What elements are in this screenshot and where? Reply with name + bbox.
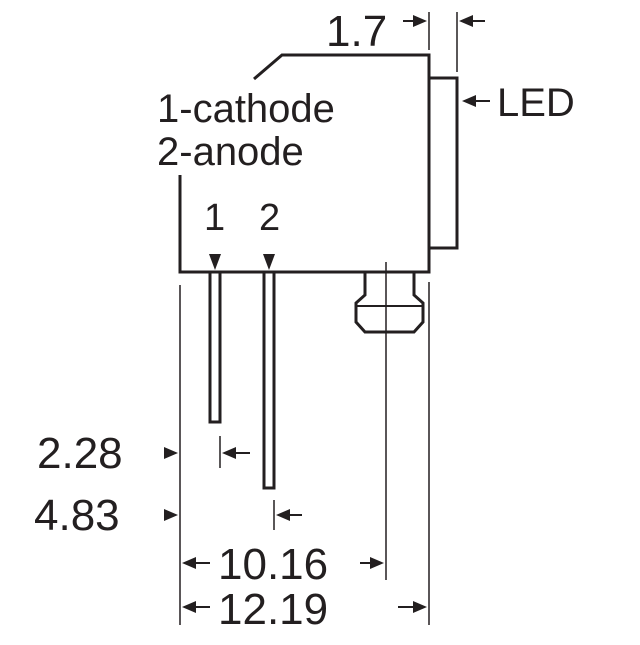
- led-lens: [427, 76, 459, 250]
- dim-2-28-arrow-right: [222, 447, 236, 459]
- dim-10-16-arrow-right: [370, 557, 384, 569]
- pin-legend-line1: 1-cathode: [157, 87, 335, 131]
- dim-1-7-arrow-left: [413, 15, 427, 27]
- dim-12-19-arrow-right: [413, 601, 427, 613]
- dim-4-83-label: 4.83: [34, 491, 120, 540]
- dim-12-19-arrow-left: [182, 601, 196, 613]
- dim-2-28-arrow-left: [164, 447, 178, 459]
- pin-legend-line2: 2-anode: [157, 130, 304, 174]
- led-callout-arrow: [462, 95, 476, 107]
- dim-4-83-arrow-right: [276, 509, 290, 521]
- dim-1-7-arrow-right: [459, 15, 473, 27]
- pin-2-arrow: [263, 254, 275, 270]
- dim-1-7-label: 1.7: [326, 7, 387, 56]
- dim-4-83-arrow-left: [164, 509, 178, 521]
- dim-10-16-label: 10.16: [218, 540, 328, 589]
- mounting-post: [354, 272, 425, 334]
- dim-12-19-label: 12.19: [218, 585, 328, 634]
- pin-2: [262, 270, 276, 490]
- dim-10-16-arrow-left: [182, 557, 196, 569]
- pin-1-arrow: [209, 254, 221, 270]
- pin-1: [208, 270, 222, 424]
- pin-1-number: 1: [204, 197, 225, 239]
- pin-2-number: 2: [259, 197, 280, 239]
- led-label: LED: [497, 81, 575, 125]
- dim-2-28-label: 2.28: [37, 429, 123, 478]
